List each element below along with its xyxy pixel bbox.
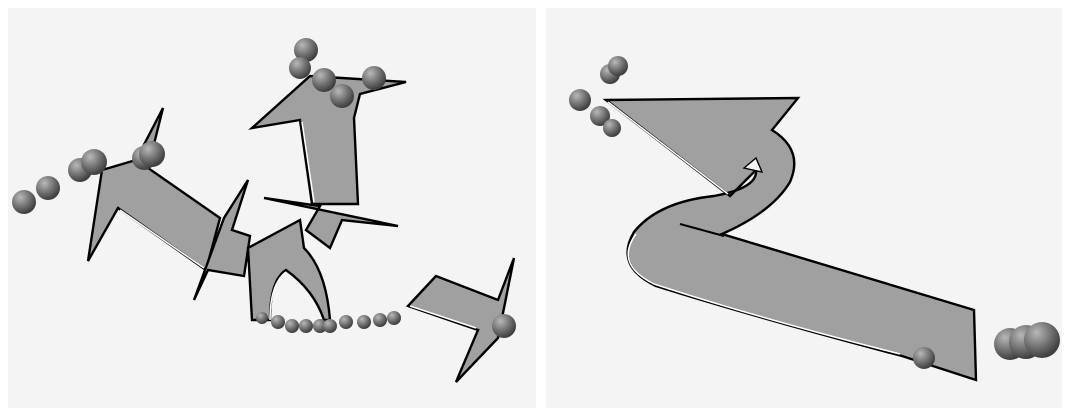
sphere-cluster-left xyxy=(12,141,165,214)
arrow-z-shaped xyxy=(602,96,978,382)
arrow-slanted-small xyxy=(192,179,252,301)
left-view-panel[interactable] xyxy=(8,8,536,408)
sphere-single-right xyxy=(492,314,516,338)
arrow-right-bottom xyxy=(405,257,516,383)
arrow-up-left xyxy=(86,107,222,272)
left-view-canvas xyxy=(12,38,516,383)
right-view-panel[interactable] xyxy=(546,8,1062,408)
sphere-under-arrow xyxy=(913,347,935,369)
right-view-canvas xyxy=(569,56,1060,382)
sphere-cluster-upper-left xyxy=(569,56,628,137)
sphere-chain-bottom xyxy=(256,311,401,333)
arrow-curved-center xyxy=(246,218,332,322)
arrow-flat-wedge xyxy=(263,196,399,250)
arrow-up-center xyxy=(248,74,407,206)
sphere-cluster-top xyxy=(289,38,386,108)
sphere-cluster-lower-right xyxy=(994,322,1060,360)
